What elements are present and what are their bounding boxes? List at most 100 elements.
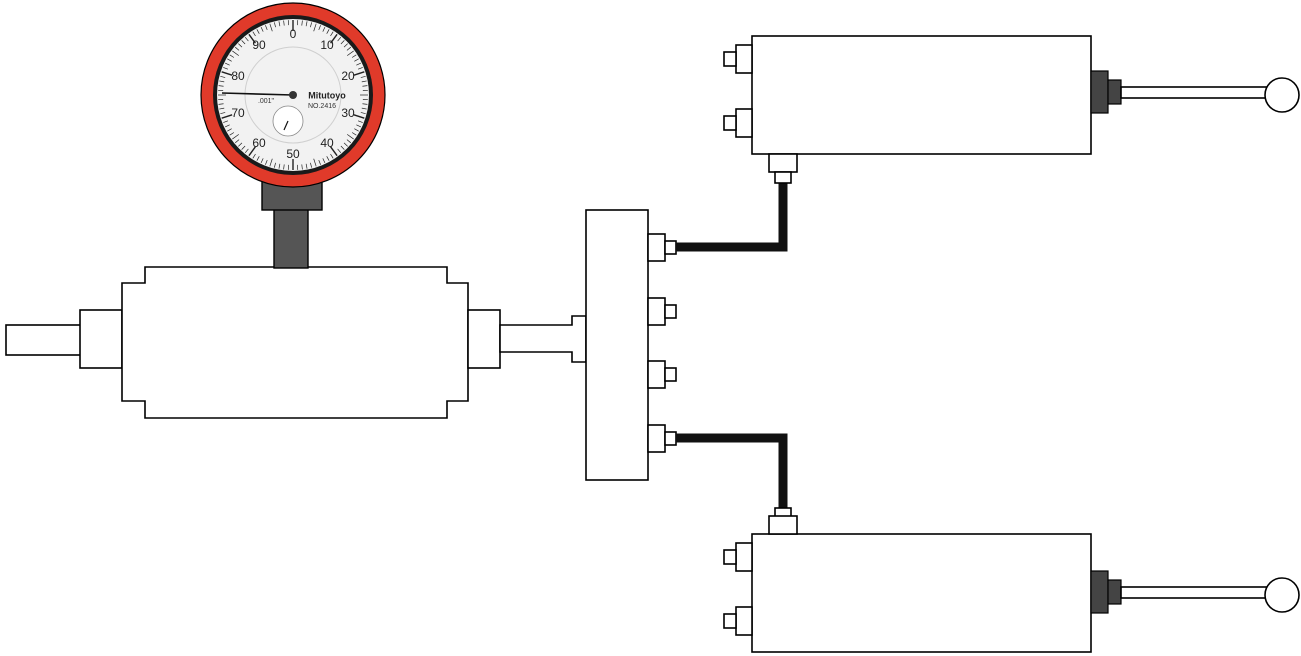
pump-upper-handle-knob xyxy=(1264,77,1300,113)
hand-pump-upper xyxy=(723,35,1300,184)
gauge-tick xyxy=(310,22,312,28)
gauge-tick xyxy=(354,128,359,132)
gauge-tick xyxy=(353,71,365,76)
gauge-tick xyxy=(244,148,249,154)
pump-upper-outlet-nut xyxy=(774,171,792,184)
gauge-tick xyxy=(227,128,232,132)
manifold-body xyxy=(585,209,649,481)
gauge-tick xyxy=(356,62,362,66)
pump-lower-port-1-cap xyxy=(723,549,737,565)
hose-lower xyxy=(676,433,788,508)
gauge-tick xyxy=(229,54,235,58)
gauge-tick xyxy=(313,23,317,32)
pump-upper-body xyxy=(751,35,1092,155)
gauge-tick xyxy=(346,139,352,144)
gauge-tick xyxy=(360,112,366,114)
pump-upper-outlet xyxy=(768,153,798,173)
gauge-tick xyxy=(322,26,326,32)
gauge-tick xyxy=(248,33,256,44)
gauge-tick xyxy=(305,163,308,169)
gauge-tick xyxy=(362,85,368,87)
dial-number-40: 40 xyxy=(320,136,334,150)
gauge-tick xyxy=(241,40,246,45)
gauge-needle-hub xyxy=(289,91,297,99)
gauge-tick xyxy=(340,40,345,45)
gauge-tick xyxy=(340,145,345,150)
gauge-tick xyxy=(252,153,256,159)
gauge-tick xyxy=(252,31,256,37)
gauge-inner-ring xyxy=(244,46,342,144)
gauge-tick xyxy=(221,71,233,76)
gauge-tick xyxy=(229,132,235,136)
hoses xyxy=(676,183,788,508)
gauge-tick xyxy=(318,25,321,31)
gauge-tick xyxy=(238,43,243,48)
gauge-tick xyxy=(234,46,240,51)
manifold-port-1 xyxy=(647,233,666,262)
gauge-tick xyxy=(278,21,281,27)
dial-number-20: 20 xyxy=(341,69,355,83)
pump-lower-body xyxy=(751,533,1092,653)
gauge-tick xyxy=(330,153,334,159)
gauge-tick xyxy=(219,107,225,110)
gauge-tick xyxy=(337,148,342,154)
gauge-tick xyxy=(244,36,249,42)
gauge-tick xyxy=(227,58,232,62)
dial-number-0: 0 xyxy=(290,27,297,41)
manifold-port-1-nut xyxy=(664,240,677,255)
revolution-counter-needle xyxy=(283,120,289,131)
manifold-port-3 xyxy=(647,360,666,389)
gauge-tick xyxy=(354,58,359,62)
gauge-tick xyxy=(362,103,368,105)
gauge-brand: Mitutoyo xyxy=(308,90,346,100)
gauge-tick xyxy=(305,21,308,27)
gauge-tick xyxy=(310,162,312,168)
gauge-tick xyxy=(256,156,260,161)
gauge-tick xyxy=(357,120,363,123)
pump-lower-port-2 xyxy=(735,606,753,636)
gauge-tick xyxy=(223,120,229,123)
dial-number-80: 80 xyxy=(231,69,245,83)
gauge-tick xyxy=(232,134,240,140)
gauge-tick xyxy=(361,107,367,110)
gauge-tick xyxy=(301,164,303,170)
gauge-tick xyxy=(351,132,357,136)
gauge-tick xyxy=(221,114,233,119)
gauge-tick xyxy=(274,162,276,168)
gauge-tick xyxy=(260,158,264,164)
manifold-port-4 xyxy=(647,424,666,453)
pump-lower-handle xyxy=(1120,586,1272,599)
pump-upper-handle-collar xyxy=(1107,79,1122,105)
gauge-tick xyxy=(278,163,281,169)
gauge-tick xyxy=(346,50,354,56)
rod-gland xyxy=(79,309,123,369)
gauge-tick xyxy=(256,29,260,34)
manifold-block xyxy=(585,209,677,481)
gauge-tick xyxy=(283,164,285,170)
gauge-tick xyxy=(269,158,273,167)
gauge-tick xyxy=(351,54,357,58)
gauge-tick xyxy=(234,139,240,144)
hose-upper xyxy=(676,183,788,252)
manifold-port-2-plug xyxy=(664,304,677,319)
gauge-tick xyxy=(224,124,230,128)
gauge-tick xyxy=(218,103,224,105)
gauge-tick xyxy=(353,114,365,119)
gauge-tick xyxy=(346,134,354,140)
gauge-tick xyxy=(330,31,334,37)
pump-lower-port-1 xyxy=(735,542,753,572)
gauge-tick xyxy=(283,20,285,26)
dial-number-90: 90 xyxy=(252,38,266,52)
gauge-tick xyxy=(318,159,321,165)
gauge-tick xyxy=(322,158,326,164)
gauge-tick xyxy=(343,142,348,147)
gauge-tick xyxy=(343,43,348,48)
pump-upper-port-1 xyxy=(735,44,753,74)
gauge-tick xyxy=(260,26,264,32)
pump-lower-handle-knob xyxy=(1264,577,1300,613)
gauge-tick xyxy=(223,67,229,70)
gauge-tick xyxy=(326,156,330,161)
gauge-tick xyxy=(360,76,366,78)
pump-upper-handle xyxy=(1120,86,1272,99)
